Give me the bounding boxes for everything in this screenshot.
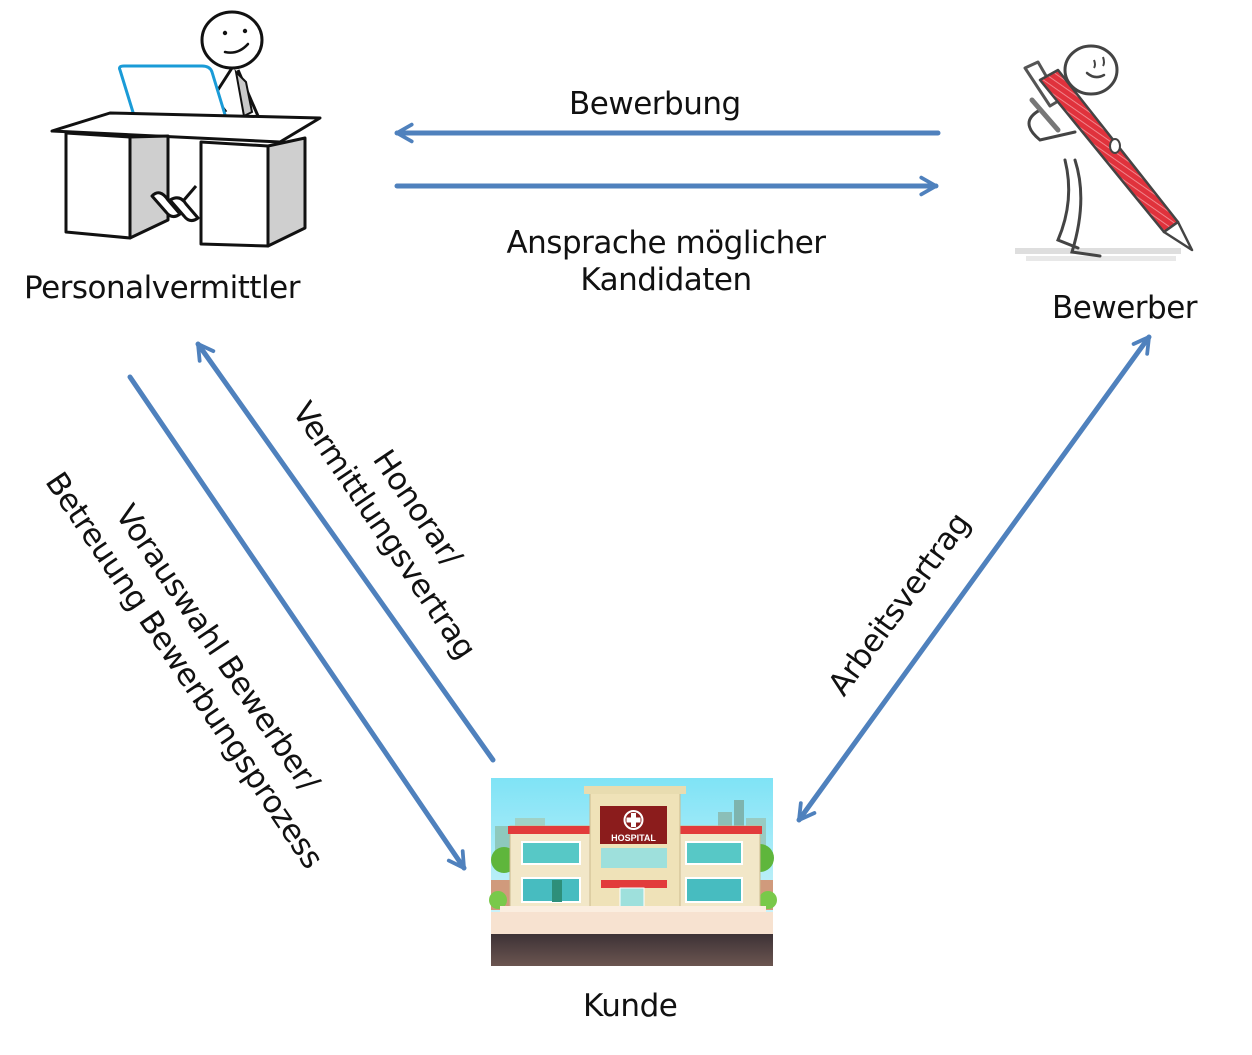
edge-label-bewerbung: Bewerbung [569,86,741,122]
hospital-building-icon: HOSPITAL [489,778,777,966]
edge-label-ansprache-line2: Kandidaten [580,262,752,299]
arrow-honorar [195,341,496,763]
arrow-vorauswahl [127,374,467,871]
node-label-personalvermittler: Personalvermittler [24,270,300,306]
arrow-arbeitsvertrag [796,334,1152,823]
stick-figure-at-desk-with-laptop-icon [50,10,322,248]
arrows [127,122,1152,871]
edge-label-ansprache: Ansprache möglicher Kandidaten [466,225,866,299]
edge-label-ansprache-line1: Ansprache möglicher [506,225,826,261]
hospital-sign-text: HOSPITAL [611,833,656,843]
node-label-bewerber: Bewerber [1052,290,1198,326]
stick-figure-with-pen-icon [1015,44,1194,261]
node-label-kunde: Kunde [583,988,678,1024]
